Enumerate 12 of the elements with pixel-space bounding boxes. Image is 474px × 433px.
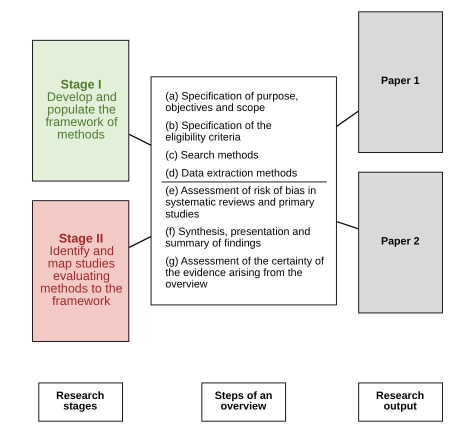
- node-box: Research stages: [38, 382, 122, 422]
- connector: [128, 236, 151, 248]
- connector: [336, 110, 358, 127]
- node-box: Stage II Identify and map studies evaluating methods to the framework: [32, 200, 129, 342]
- connector: [128, 134, 151, 146]
- node-box: Research output: [358, 382, 442, 422]
- node-box: Paper 1: [358, 11, 442, 154]
- node-box: Stage I Develop and populate the framework of methods: [32, 40, 129, 182]
- node-box: Paper 2: [358, 172, 442, 314]
- node-box: (a) Specification of purpose, objectives and scope (b) Specification of the eligibility criteria (c) Search methods (d) Data extraction methods (e) Assessment of risk of bias in systematic reviews and primary studies (f) Synthesis, presentation and summary of findings (g) Assessment of the certainty of the evidence arising from the overview: [150, 76, 336, 306]
- connector: [336, 220, 358, 230]
- node-box: Steps of an overview: [200, 382, 286, 422]
